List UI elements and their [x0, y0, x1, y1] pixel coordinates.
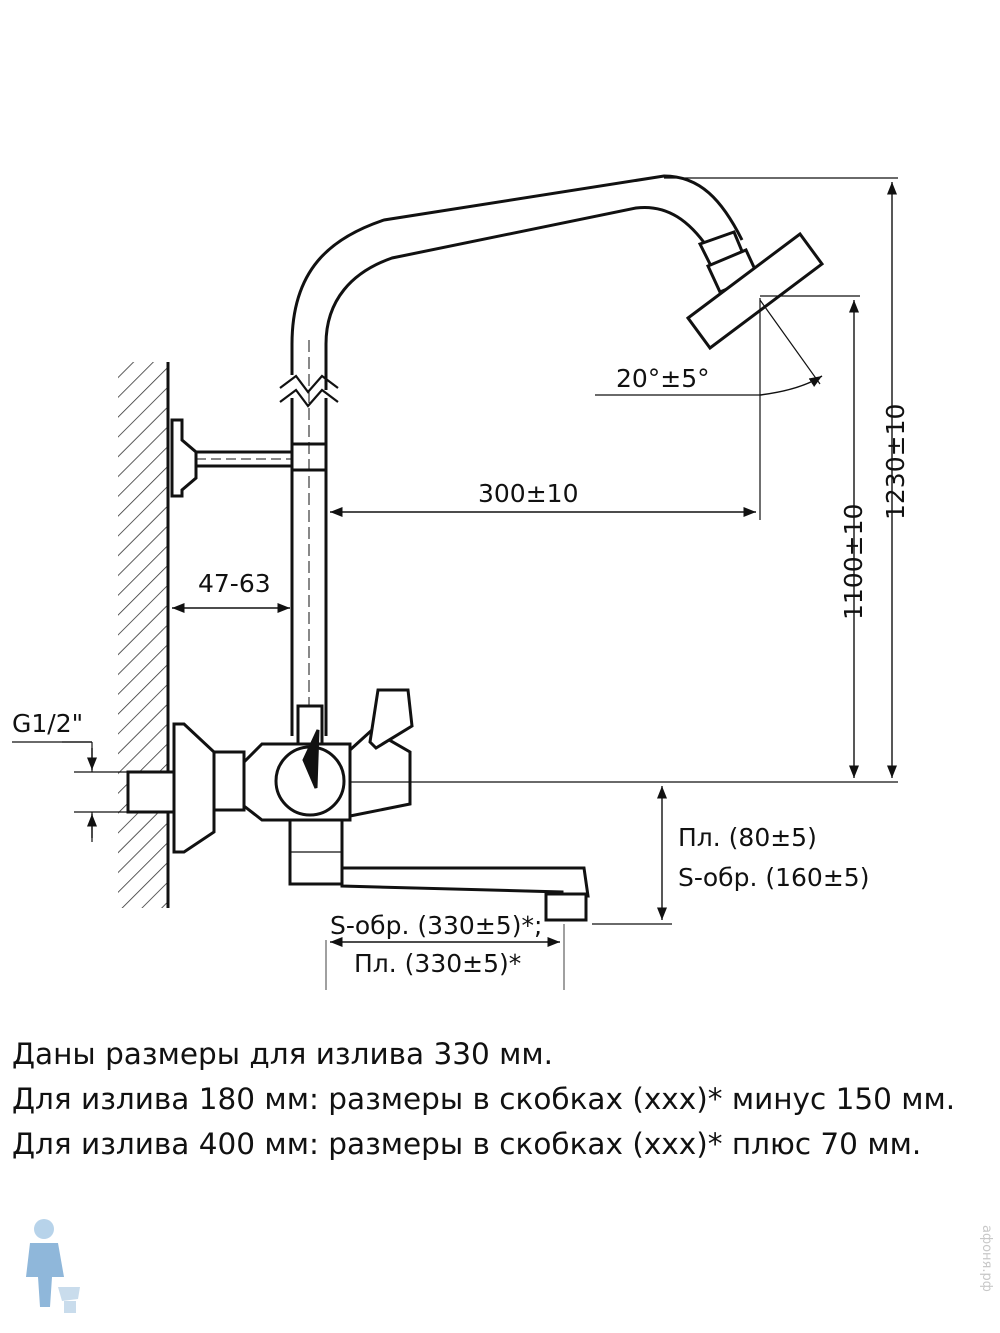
- spout-s-label: S-обр. (330±5)*;: [330, 911, 542, 940]
- dimension-labels: 20°±5° 300±10 47-63 G1/2" 1100±10 1230±1…: [12, 364, 910, 978]
- thread-label: G1/2": [12, 709, 83, 738]
- total-height-label: 1230±10: [881, 404, 910, 520]
- wall-offset-label: 47-63: [198, 569, 271, 598]
- reach-label: 300±10: [478, 479, 578, 508]
- dimension-lines: [12, 177, 898, 990]
- shower-head: [685, 230, 825, 385]
- note-line: Для излива 180 мм: размеры в скобках (xx…: [12, 1082, 956, 1116]
- vert-pl-label: Пл. (80±5): [678, 823, 817, 852]
- plumber-logo: [26, 1219, 80, 1313]
- shower-riser: [279, 174, 744, 736]
- angle-label: 20°±5°: [616, 364, 710, 393]
- dimension-notes: Даны размеры для излива 330 мм. Для изли…: [12, 1032, 997, 1167]
- watermark: афоня.рф: [979, 1225, 994, 1292]
- dimension-arrows: [86, 182, 898, 948]
- wall-bracket: [170, 418, 328, 498]
- note-line: Даны размеры для излива 330 мм.: [12, 1037, 554, 1071]
- wall: [118, 362, 170, 908]
- spout-pl-label: Пл. (330±5)*: [354, 949, 521, 978]
- vert-s-label: S-обр. (160±5): [678, 863, 869, 892]
- note-line: Для излива 400 мм: размеры в скобках (xx…: [12, 1127, 922, 1161]
- mixer-body: [126, 688, 590, 922]
- head-height-label: 1100±10: [839, 504, 868, 620]
